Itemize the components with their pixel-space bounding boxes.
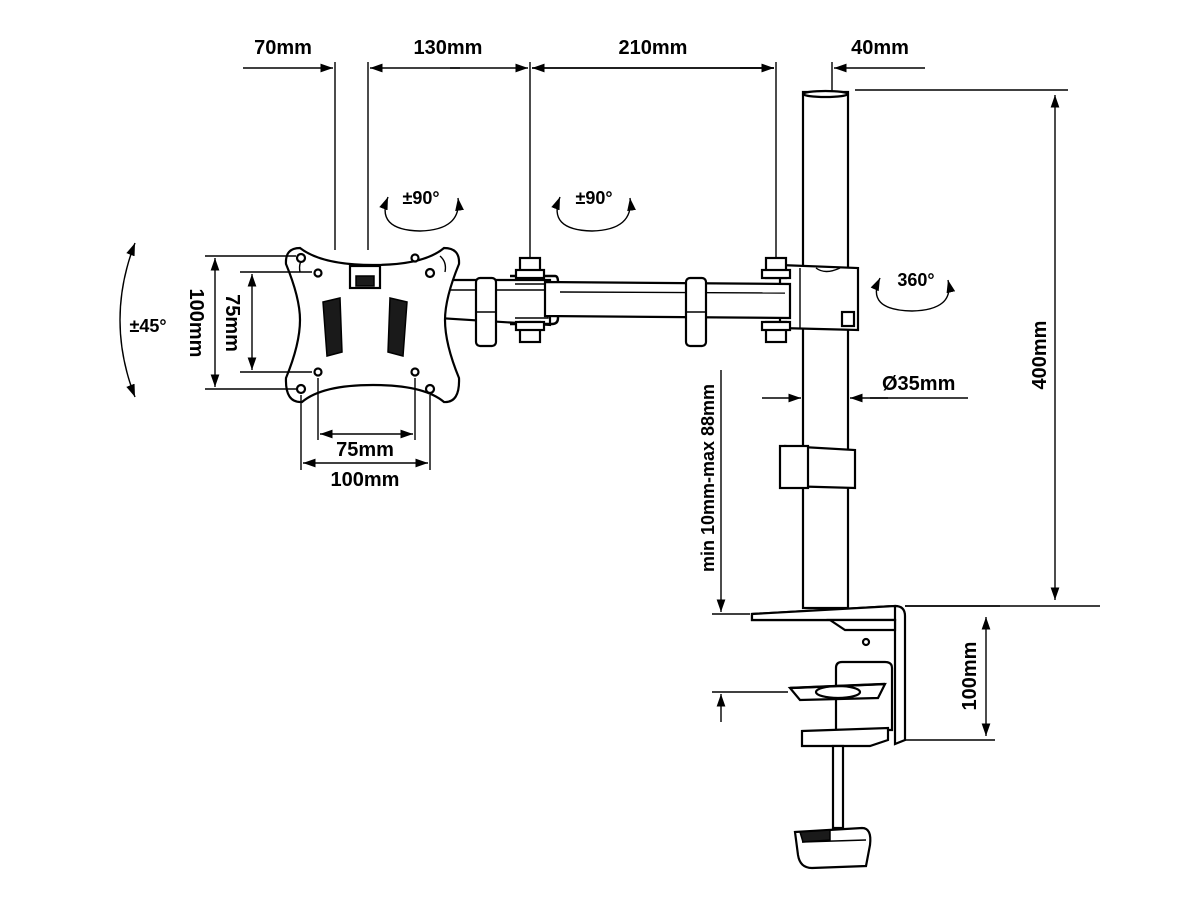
swivel-indicator-2: ±90° [551,188,636,232]
vesa-horizontal-dimensions: 75mm 100mm [300,378,431,491]
rotation-indicator: 360° [870,270,956,312]
label-tilt-45: ±45° [129,316,166,336]
label-swivel-90-1: ±90° [402,188,439,208]
clamp-height-dimension: 100mm [905,605,1000,741]
tilt-indicator: ±45° [119,242,167,398]
clamp-range-dimension: min 10mm-max 88mm [698,370,788,722]
label-vesa-100mm-horizontal: 100mm [331,469,400,491]
pole [778,89,860,610]
arm [436,256,792,348]
desk-clamp [750,604,907,870]
vesa-plate [284,246,461,404]
label-130mm: 130mm [414,37,483,59]
label-vesa-75mm-horizontal: 75mm [336,439,394,461]
swivel-indicator-1: ±90° [379,188,464,232]
label-swivel-90-2: ±90° [575,188,612,208]
label-diameter-35mm: Ø35mm [882,373,955,395]
label-vesa-100mm-vertical: 100mm [185,289,207,358]
label-210mm: 210mm [619,37,688,59]
vesa-vertical-dimensions: 100mm 75mm [185,255,312,390]
label-vesa-75mm-vertical: 75mm [221,294,243,352]
top-dimensions: 70mm 130mm 210mm 40mm [243,37,925,262]
diameter-dimension: Ø35mm [762,373,968,403]
label-400mm: 400mm [1029,321,1051,390]
label-rotation-360: 360° [897,270,934,290]
label-clamp-100mm: 100mm [959,642,981,711]
label-clamp-range: min 10mm-max 88mm [698,384,718,572]
label-40mm: 40mm [851,37,909,59]
height-dimension: 400mm [855,89,1100,607]
label-70mm: 70mm [254,37,312,59]
